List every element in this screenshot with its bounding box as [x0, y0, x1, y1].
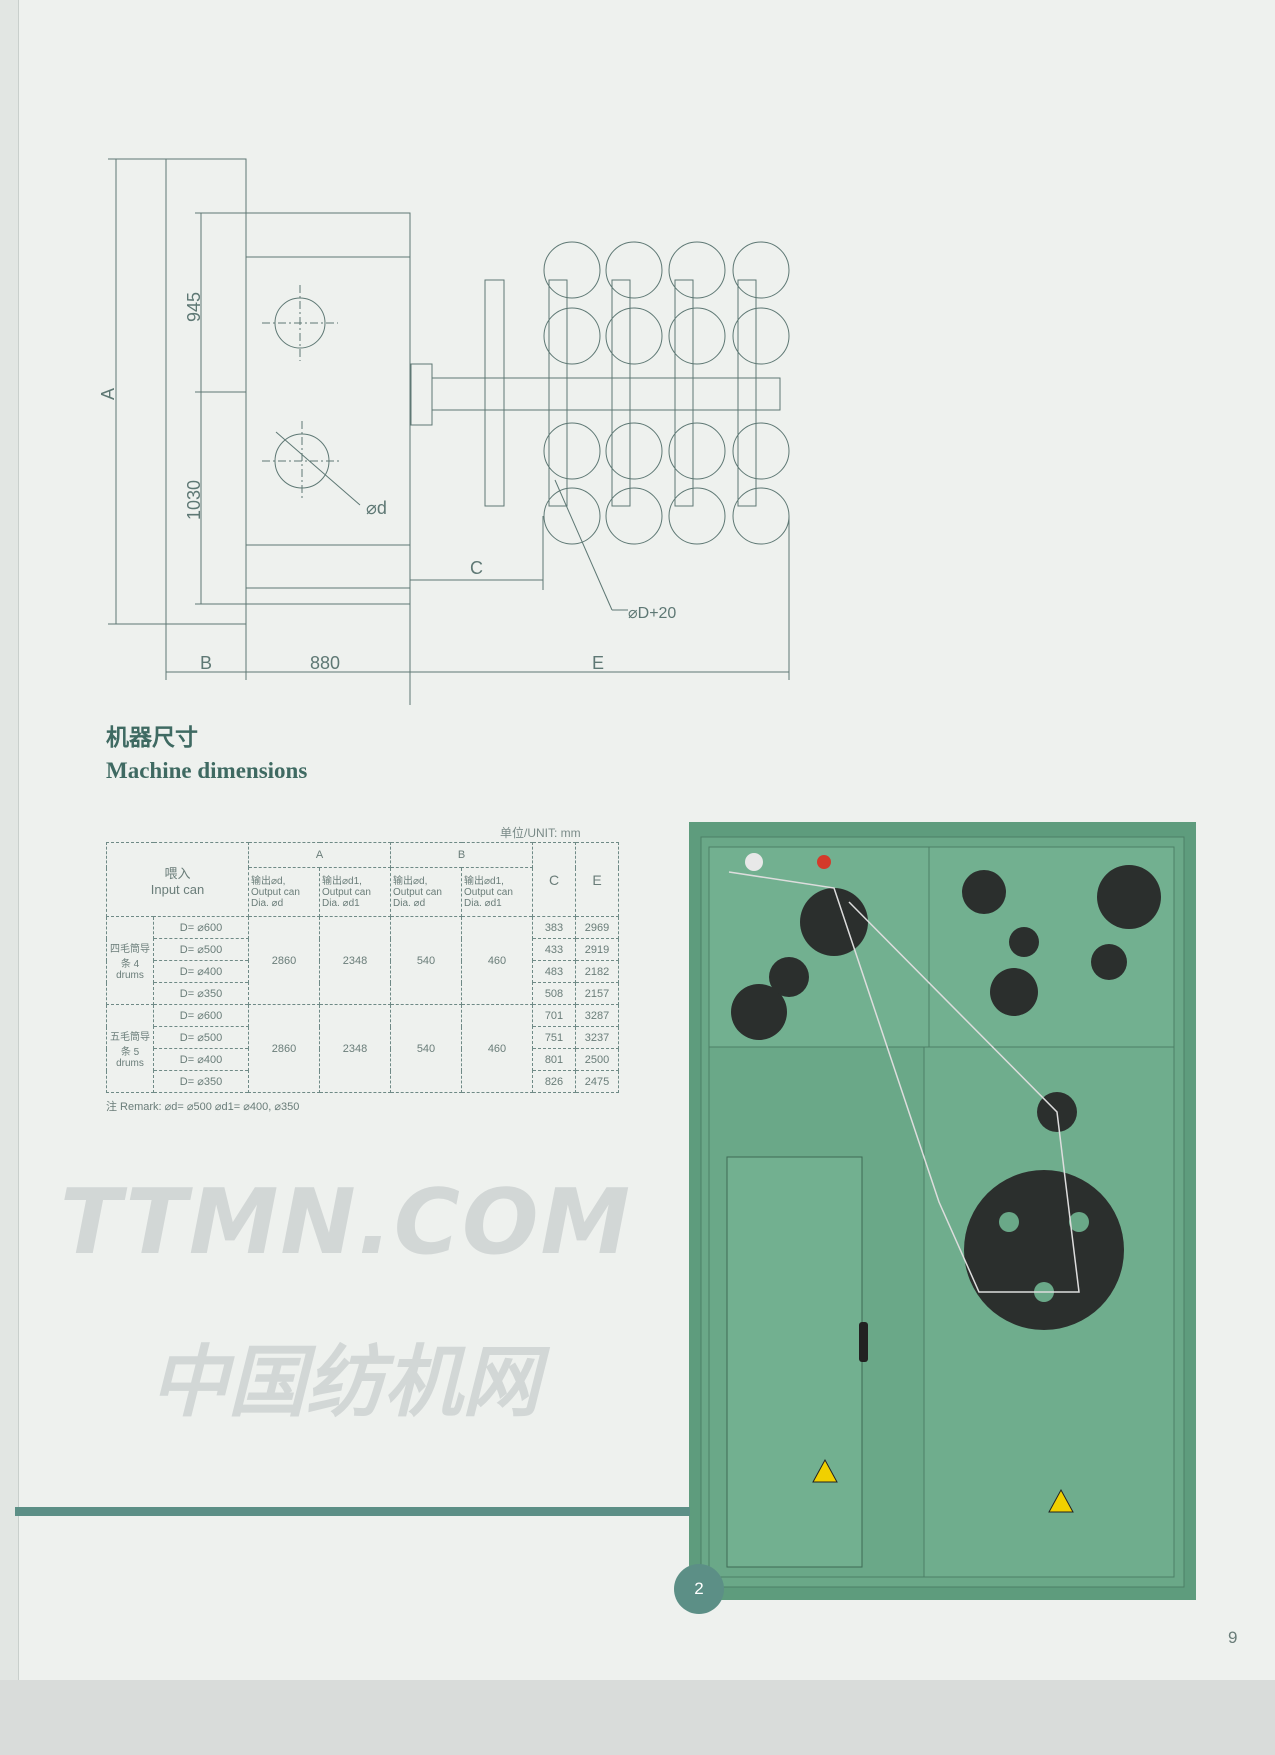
value-c: 383 [532, 916, 576, 939]
table-remark: 注 Remark: ⌀d= ⌀500 ⌀d1= ⌀400, ⌀350 [106, 1101, 300, 1113]
can-diameter: D= ⌀500 [153, 1026, 249, 1049]
header-C: C [532, 842, 576, 917]
scan-margin [0, 1680, 1275, 1755]
watermark-url: TTMN.COM [60, 1170, 633, 1275]
can-diameter: D= ⌀350 [153, 1070, 249, 1093]
dim-A-label: A [98, 388, 118, 400]
value-c: 433 [532, 938, 576, 961]
value-b-d: 540 [390, 1004, 462, 1093]
unit-label: 单位/UNIT: mm [500, 826, 581, 840]
value-e: 2969 [575, 916, 619, 939]
input-can-en: Input can [150, 881, 205, 897]
subheader: 输出⌀d, Output can Dia. ⌀d [248, 867, 320, 917]
watermark-cn: 中国纺机网 [150, 1338, 541, 1428]
section-title-en: Machine dimensions [106, 758, 308, 783]
value-c: 508 [532, 982, 576, 1005]
machine-photo [689, 822, 1196, 1600]
group-label: 五毛筒导条 5 drums [106, 1004, 154, 1093]
input-can-cn: 喂入 [164, 865, 191, 881]
drawframe-machine-illustration [700, 836, 1185, 1588]
subheader: 输出⌀d1, Output can Dia. ⌀d1 [319, 867, 391, 917]
value-e: 3237 [575, 1026, 619, 1049]
value-a-d1: 2348 [319, 916, 391, 1005]
phi-D20-label: ⌀D+20 [628, 605, 676, 622]
header-A: A [248, 842, 391, 868]
phi-d-label: ⌀d [366, 498, 387, 518]
can-diameter: D= ⌀600 [153, 916, 249, 939]
header-B: B [390, 842, 533, 868]
dim-B-label: B [200, 653, 212, 673]
decorative-rule [15, 1507, 690, 1516]
value-c: 751 [532, 1026, 576, 1049]
can-diameter: D= ⌀500 [153, 938, 249, 961]
can-diameter: D= ⌀600 [153, 1004, 249, 1027]
header-E: E [575, 842, 619, 917]
can-diameter: D= ⌀400 [153, 1048, 249, 1071]
value-e: 2182 [575, 960, 619, 983]
page-edge [0, 0, 19, 1680]
can-diameter: D= ⌀400 [153, 960, 249, 983]
value-e: 2500 [575, 1048, 619, 1071]
photo-number-badge: 2 [674, 1564, 724, 1614]
value-c: 483 [532, 960, 576, 983]
value-e: 3287 [575, 1004, 619, 1027]
subheader: 输出⌀d1, Output can Dia. ⌀d1 [461, 867, 533, 917]
value-a-d: 2860 [248, 916, 320, 1005]
section-title-cn: 机器尺寸 [106, 724, 198, 751]
dim-C-label: C [470, 558, 483, 578]
can-diameter: D= ⌀350 [153, 982, 249, 1005]
value-c: 701 [532, 1004, 576, 1027]
group-label: 四毛筒导条 4 drums [106, 916, 154, 1005]
value-a-d1: 2348 [319, 1004, 391, 1093]
dimension-diagram: A 945 1030 ⌀d C ⌀D+20 B 880 E [98, 158, 790, 705]
dim-E-label: E [592, 653, 604, 673]
value-b-d1: 460 [461, 916, 533, 1005]
value-e: 2475 [575, 1070, 619, 1093]
value-e: 2919 [575, 938, 619, 961]
dim-945-label: 945 [184, 292, 204, 322]
page-number: 9 [1228, 1628, 1238, 1647]
dim-880-label: 880 [310, 653, 340, 673]
value-c: 826 [532, 1070, 576, 1093]
value-e: 2157 [575, 982, 619, 1005]
dim-1030-label: 1030 [184, 480, 204, 520]
value-b-d: 540 [390, 916, 462, 1005]
value-a-d: 2860 [248, 1004, 320, 1093]
value-c: 801 [532, 1048, 576, 1071]
value-b-d1: 460 [461, 1004, 533, 1093]
output-cans [543, 241, 790, 545]
subheader: 输出⌀d, Output can Dia. ⌀d [390, 867, 462, 917]
